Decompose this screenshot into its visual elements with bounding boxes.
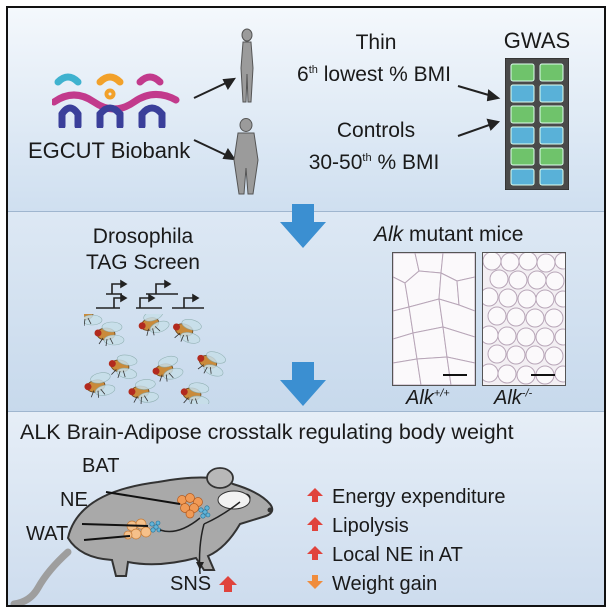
controls-title: Controls: [336, 119, 416, 142]
thin-criteria: 6th lowest % BMI: [297, 63, 451, 86]
flow-arrow-down-2: [280, 362, 326, 406]
up-arrow-icon: [306, 544, 324, 567]
gwas-panel: EGCUT Biobank Thin 6th lowest % BMI Cont…: [8, 8, 604, 211]
drosophila-label: Drosophila: [92, 225, 194, 248]
gwas-label: GWAS: [503, 28, 571, 53]
tag-screen-label: TAG Screen: [86, 251, 200, 274]
thin-person-icon: [240, 28, 254, 103]
ko-adipose-micrograph: [482, 252, 566, 386]
up-arrow-icon: [306, 515, 324, 538]
gwas-arrows: [457, 85, 501, 137]
down-arrow-icon: [306, 573, 324, 596]
mouse-illustration: [10, 467, 274, 605]
wt-label: Alk+/+: [406, 387, 450, 409]
ko-label: Alk-/-: [494, 387, 533, 409]
up-arrow-icon: [306, 486, 324, 509]
graphical-abstract: EGCUT Biobank Thin 6th lowest % BMI Cont…: [6, 6, 606, 607]
egcut-logo: [52, 73, 180, 128]
flow-arrow-down-1: [280, 204, 326, 248]
biobank-arrows: [193, 77, 237, 161]
effect-energy-expenditure: Energy expenditure: [306, 486, 505, 509]
thin-title: Thin: [355, 31, 397, 54]
effect-lipolysis: Lipolysis: [306, 515, 409, 538]
screen-panel: Drosophila TAG Screen: [8, 204, 604, 412]
sns-label: SNS: [170, 573, 212, 595]
wat-label: WAT: [26, 523, 69, 545]
effect-weight-gain: Weight gain: [306, 573, 437, 596]
fruit-flies-illustration: [84, 314, 230, 404]
biobank-label: EGCUT Biobank: [28, 138, 191, 163]
sns-up-arrow-icon: [219, 576, 237, 592]
mice-title: Alk mutant mice: [374, 223, 524, 246]
control-person-icon: [233, 118, 259, 195]
mechanism-panel: ALK Brain-Adipose crosstalk regulating b…: [8, 411, 604, 605]
gwas-chip-icon: [505, 58, 569, 190]
ne-label: NE: [60, 489, 88, 511]
effect-local-ne: Local NE in AT: [306, 544, 463, 567]
mechanism-title: ALK Brain-Adipose crosstalk regulating b…: [20, 420, 514, 444]
bat-label: BAT: [82, 455, 120, 477]
controls-criteria: 30-50th % BMI: [308, 151, 440, 174]
gene-construct-icon: [96, 279, 204, 309]
wt-adipose-micrograph: [392, 252, 476, 386]
